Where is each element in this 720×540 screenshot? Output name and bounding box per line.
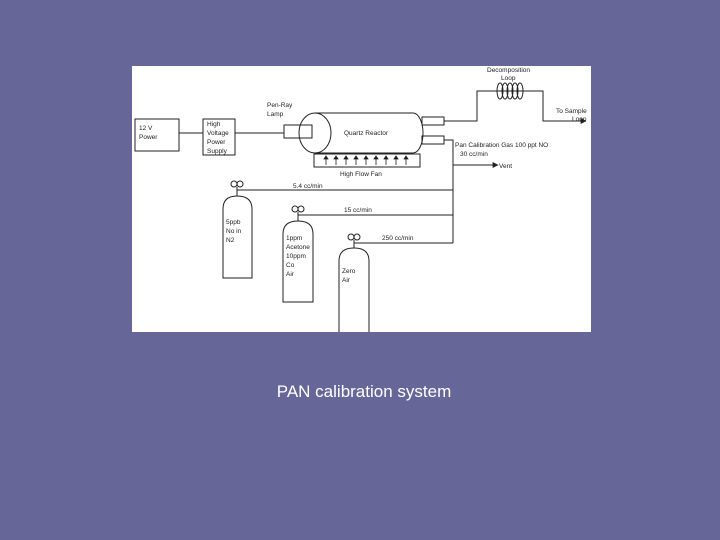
cylinder-2	[282, 205, 314, 303]
slide-caption: PAN calibration system	[276, 382, 452, 401]
cyl2-label-5: Air	[286, 271, 295, 278]
reactor-label: Quartz Reactor	[344, 130, 389, 137]
pan-calibration-diagram: 12 V Power High Voltage Power Supply Pen…	[132, 66, 591, 332]
lamp-label-2: Lamp	[267, 111, 284, 118]
quartz-reactor-body	[315, 112, 424, 154]
high-flow-fan-box	[313, 153, 421, 168]
cyl2-label-3: 10ppm	[286, 253, 306, 260]
fan-label: High Flow Fan	[340, 171, 382, 178]
pan-gas-label-2: 30 cc/min	[460, 151, 488, 158]
lamp-label-1: Pen-Ray	[267, 102, 293, 109]
cyl1-label-3: N2	[226, 237, 235, 244]
power-12v-box	[134, 118, 180, 152]
cyl1-label-1: 5ppb	[226, 219, 241, 226]
cylinder-1	[222, 180, 253, 279]
vent-label: Vent	[499, 163, 512, 170]
cyl3-label-1: Zero	[342, 268, 356, 275]
hv-label-4: Supply	[207, 148, 228, 155]
loop-line	[444, 90, 587, 124]
flow-2-label: 15 cc/min	[344, 207, 372, 214]
hv-supply-box	[202, 118, 236, 156]
cyl1-label-2: No in	[226, 228, 242, 235]
cyl3-label-2: Air	[342, 277, 351, 284]
sample-loop-label-2: Loop	[572, 116, 587, 123]
flow-3-label: 250 cc/min	[382, 235, 414, 242]
decomposition-coil	[496, 82, 524, 100]
cyl2-label-2: Acetone	[286, 244, 310, 251]
flow-1-label: 5.4 cc/min	[293, 183, 323, 190]
decomp-label-1: Decomposition	[487, 67, 530, 74]
power-12v-label-1: 12 V	[139, 125, 153, 132]
reactor-outlet-bottom	[421, 135, 445, 145]
pen-ray-lamp	[283, 124, 313, 139]
hv-label-3: Power	[207, 139, 226, 146]
fan-arrows	[323, 155, 409, 165]
quartz-reactor-end	[298, 112, 332, 154]
sample-loop-label-1: To Sample	[556, 108, 587, 115]
decomp-label-2: Loop	[501, 75, 516, 82]
pan-gas-label-1: Pan Calibration Gas 100 ppt NO	[455, 142, 548, 149]
vent-line	[444, 139, 499, 168]
cyl2-label-1: 1ppm	[286, 235, 302, 242]
diagram-svg: 12 V Power High Voltage Power Supply Pen…	[134, 67, 587, 332]
cyl2-label-4: Co	[286, 262, 295, 269]
power-12v-label-2: Power	[139, 134, 158, 141]
reactor-outlet-top	[421, 116, 445, 126]
hv-label-2: Voltage	[207, 130, 229, 137]
hv-label-1: High	[207, 121, 221, 128]
cylinder-3	[338, 233, 370, 332]
